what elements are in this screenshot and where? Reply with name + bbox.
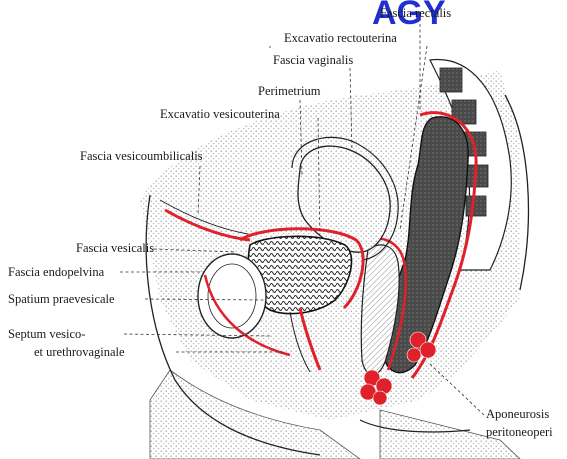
label-aponeurosis-line2: peritoneoperi: [486, 425, 553, 439]
label-spatium-praevesicale: Spatium praevesicale: [8, 292, 115, 306]
label-excavatio-rectouterina: Excavatio rectouterina: [284, 31, 397, 45]
label-fascia-vesicalis: Fascia vesicalis: [76, 241, 154, 255]
label-fascia-vesicoumbilicalis: Fascia vesicoumbilicalis: [80, 149, 203, 163]
label-septum-line1: Septum vesico-: [8, 327, 85, 341]
label-perimetrium: Perimetrium: [258, 84, 321, 98]
label-excavatio-vesicouterina: Excavatio vesicouterina: [160, 107, 280, 121]
label-aponeurosis-line1: Aponeurosis: [486, 407, 549, 421]
label-septum-line2: et urethrovaginale: [34, 345, 125, 359]
label-fascia-vaginalis: Fascia vaginalis: [273, 53, 353, 67]
label-fascia-rectalis: Fascia rectalis: [380, 6, 451, 20]
label-fascia-endopelvina: Fascia endopelvina: [8, 265, 105, 279]
